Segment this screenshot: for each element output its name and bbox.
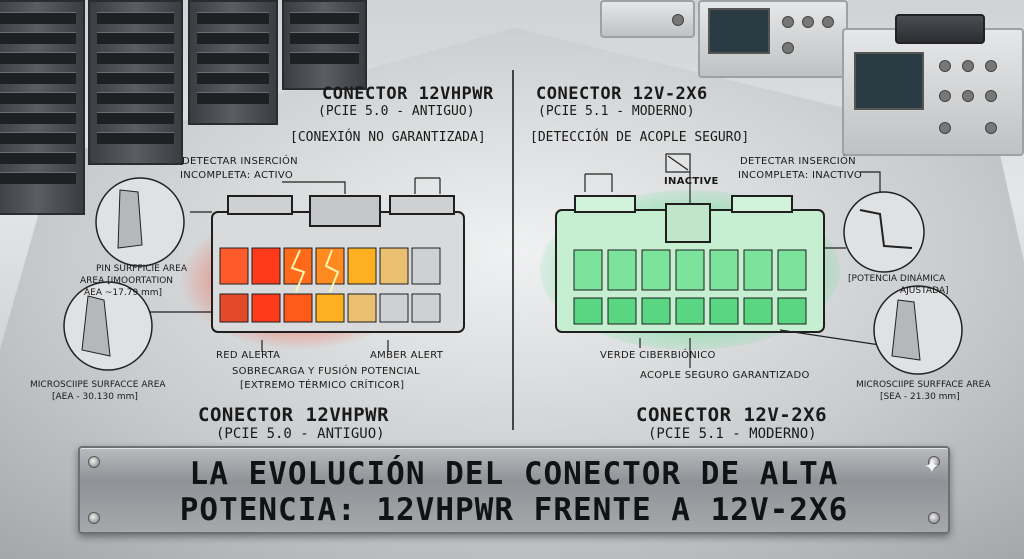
oscilloscope (842, 28, 1024, 156)
micro-detail-circle (873, 285, 963, 375)
pin-row-top (219, 247, 441, 285)
sparkle-icon: ✦ (924, 450, 940, 480)
banner-line-1: LA EVOLUCIÓN DEL CONECTOR DE ALTA (189, 456, 839, 492)
pin-row-bottom (219, 293, 441, 323)
left-status: [CONEXIÓN NO GARANTIZADA] (290, 130, 486, 145)
overload-label: SOBRECARGA Y FUSIÓN POTENCIAL (232, 366, 420, 377)
amber-alert-label: AMBER ALERT (370, 350, 444, 361)
left-micro-label: MICROSCIIPE SURFACCE AREA (30, 380, 166, 390)
screw-icon (88, 456, 100, 468)
left-heading: CONECTOR 12VHPWR (322, 84, 494, 104)
left-subheading: (PCIE 5.0 - ANTIGUO) (318, 104, 475, 119)
green-label: VERDE CIBERBIÓNICO (600, 350, 716, 361)
left-footer-sub: (PCIE 5.0 - ANTIGUO) (216, 426, 385, 442)
right-status: [DETECCIÓN DE ACOPLE SEGURO] (530, 130, 750, 145)
title-plate: LA EVOLUCIÓN DEL CONECTOR DE ALTA POTENC… (78, 446, 950, 534)
right-footer-title: CONECTOR 12V-2X6 (636, 404, 828, 426)
screw-icon (928, 456, 940, 468)
server-rack (88, 0, 183, 165)
left-sense-label: INCOMPLETA: ACTIVO (180, 170, 294, 181)
screw-icon (88, 512, 100, 524)
left-leaders (148, 177, 441, 352)
server-rack (282, 0, 367, 90)
banner-line-2: POTENCIA: 12VHPWR FRENTE A 12V-2X6 (179, 492, 849, 528)
left-sense-label: DETECTAR INSERCIÓN (182, 156, 298, 167)
power-label: [POTENCIA DINÁMICA (848, 274, 946, 284)
pin-area-label: AREA [IMOORTATION (80, 276, 174, 286)
server-rack (0, 0, 85, 215)
spark (324, 249, 340, 293)
right-footer-sub: (PCIE 5.1 - MODERNO) (648, 426, 817, 442)
left-footer-title: CONECTOR 12VHPWR (198, 404, 390, 426)
pin-area-label: AEA ~17.79 mm] (84, 288, 163, 298)
right-micro-label: MICROSCIIPE SURFFACE AREA (856, 380, 991, 390)
right-micro-label: [SEA - 21.30 mm] (880, 392, 960, 402)
pin-area-label: PIN SURFFICIE AREA (96, 264, 187, 274)
right-sense-label: INCOMPLETA: INACTIVO (738, 170, 863, 181)
power-detail-circle (843, 191, 925, 273)
inactive-tag: INACTIVE (664, 176, 719, 187)
pin-row-bottom (573, 297, 807, 325)
right-heading: CONECTOR 12V-2X6 (536, 84, 708, 104)
right-leaders (584, 171, 881, 368)
center-divider (512, 70, 514, 430)
pin-row-top (573, 249, 807, 291)
power-label: AJUSTADA] (900, 286, 949, 296)
oscilloscope (698, 0, 848, 78)
screw-icon (928, 512, 940, 524)
right-subheading: (PCIE 5.1 - MODERNO) (538, 104, 695, 119)
left-micro-label: [AEA - 30.130 mm] (52, 392, 138, 402)
right-sense-label: DETECTAR INSERCIÓN (740, 156, 856, 167)
lab-instrument (600, 0, 695, 38)
spark (290, 249, 306, 293)
red-alert-label: RED ALERTA (216, 350, 281, 361)
overload-label: [EXTREMO TÉRMICO CRÍTICOR] (240, 380, 405, 391)
connector-12vhpwr (180, 195, 465, 350)
lab-device (895, 14, 985, 44)
connector-12v-2x6 (540, 190, 840, 350)
server-rack (188, 0, 278, 125)
secure-label: ACOPLE SEGURO GARANTIZADO (640, 370, 810, 381)
